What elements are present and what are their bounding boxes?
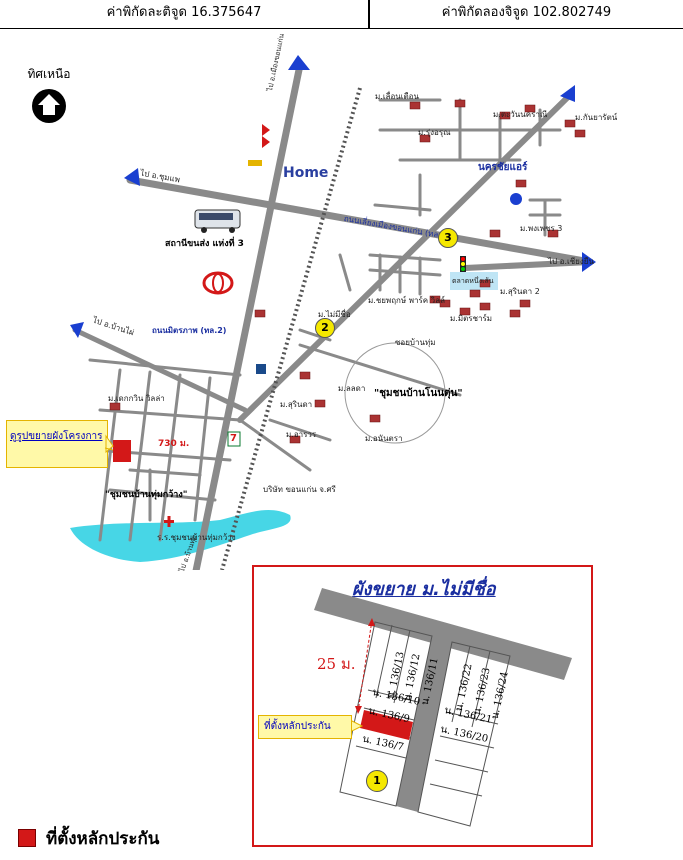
callout-text: ดูรูปขยายผังโครงการ xyxy=(10,431,103,442)
location-map xyxy=(70,55,596,570)
location-badge-3: 3 xyxy=(438,228,458,248)
coordinates-bar: ค่าพิกัดละติจูด 16.375647 ค่าพิกัดลองจิจ… xyxy=(0,0,683,29)
road-230 xyxy=(126,176,594,266)
location-badge-2: 2 xyxy=(315,318,335,338)
road-mittraphap xyxy=(192,61,304,570)
label-village-14: ม.เดกกวิน วิลล่า xyxy=(108,394,165,403)
label-bus-station: สถานีขนส่ง แห่งที่ 3 xyxy=(165,239,244,249)
bank-icon xyxy=(256,364,266,374)
label-village-2: ม.ตะวันนคราณี xyxy=(493,110,548,119)
label-community-2: "ชุมชนบ้านทุ่มกว้าง" xyxy=(105,490,188,500)
label-village-12: ม.อารวร xyxy=(286,430,317,439)
legend-swatch xyxy=(18,829,36,847)
ptt-logo xyxy=(510,193,522,205)
label-village-1: ม.เลื่อนเตือน xyxy=(375,92,419,101)
label-village-8: ม.มิตรชาร์ม xyxy=(450,314,493,323)
north-label: ทิศเหนือ xyxy=(27,67,71,81)
label-company: บริษัท ขอนแก่น จ.ศรี xyxy=(263,485,336,494)
river-water xyxy=(70,510,291,562)
hospital-icon xyxy=(164,516,174,527)
collateral-marker xyxy=(113,440,131,462)
label-village-11: ม.สุรินดา xyxy=(280,400,313,409)
inset-dimension-line xyxy=(357,619,373,713)
direction-arrows xyxy=(70,55,596,338)
label-mittraphap: ถนนมิตรภาพ (ทล.2) xyxy=(152,326,227,335)
seven-eleven-logo xyxy=(227,431,241,447)
inset-site-plan xyxy=(252,565,593,847)
chevrolet-logo xyxy=(248,160,262,166)
north-indicator: ทิศเหนือ xyxy=(22,65,76,128)
label-market: ตลาดหนึ่งเส้น xyxy=(452,277,494,285)
label-village-4: ม.รุ่งอรุณ xyxy=(418,128,451,137)
callout-box xyxy=(6,420,108,468)
inset-road-side xyxy=(396,636,452,812)
inset-pin-box xyxy=(258,715,352,739)
coordinates-divider xyxy=(368,0,370,28)
callout-distance: 730 ม. xyxy=(158,439,190,449)
inset-right-plots xyxy=(417,641,511,827)
inset-distance: 25 ม. xyxy=(317,655,356,673)
community-circle xyxy=(344,342,446,444)
inset-badge-1: 1 xyxy=(366,770,388,792)
railway xyxy=(220,87,362,570)
label-to-yasothon: ไป อ.เชียงยืน xyxy=(548,257,594,266)
label-village-9: ม.ไม่มีชื่อ xyxy=(318,310,351,319)
label-home: Home xyxy=(283,165,329,181)
latitude-label: ค่าพิกัดละติจูด 16.375647 xyxy=(106,5,262,20)
inset-collateral-plot xyxy=(360,710,413,740)
label-soi: ซอยบ้านทุ่ม xyxy=(395,338,436,347)
north-arrow-icon xyxy=(32,89,66,123)
label-school: ร.ร.ชุมชนบ้านทุ่มกว้าง xyxy=(157,533,236,542)
label-village-7: ม.ชยพฤกษ์ พาร์ค วิลล์ xyxy=(368,296,445,305)
label-village-13: ม.อนันตรา xyxy=(365,434,403,443)
label-village-3: ม.กันยารัตน์ xyxy=(575,113,618,122)
inset-title: ผังขยาย ม.ไม่มีชื่อ xyxy=(352,579,496,600)
label-village-10: ม.ลลดา xyxy=(338,384,366,393)
label-community-main: "ชุมชนบ้านโนนตุ่น" xyxy=(374,388,463,399)
suzuki-logo xyxy=(262,124,270,148)
legend-label: ที่ตั้งหลักประกัน xyxy=(46,828,160,849)
label-village-5: ม.พงเพชร 3 xyxy=(520,224,563,233)
road-network xyxy=(72,61,594,570)
inset-pin-label: ที่ตั้งหลักประกัน xyxy=(264,721,331,732)
village-houses xyxy=(109,99,586,444)
label-village-6: ม.สุรินดา 2 xyxy=(500,287,540,296)
label-nakhonchai: นครชัยแอร์ xyxy=(478,162,528,173)
longitude-label: ค่าพิกัดลองจิจูด 102.802749 xyxy=(441,5,612,20)
inset-road-main xyxy=(314,588,572,680)
bus-icon xyxy=(194,209,241,233)
legend: ที่ตั้งหลักประกัน xyxy=(18,826,159,850)
label-seven: 7 xyxy=(230,433,237,444)
